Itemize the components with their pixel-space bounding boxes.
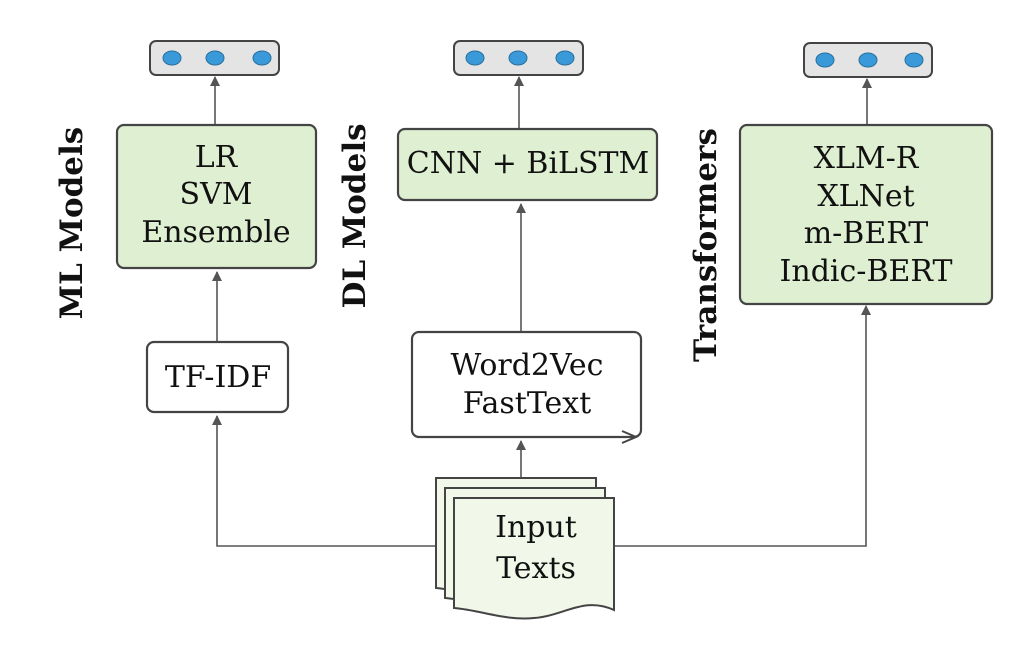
- input-label-line2: Texts: [496, 551, 576, 586]
- dl-models-box: CNN + BiLSTM: [396, 127, 659, 202]
- label-ml-models: ML Models: [54, 127, 90, 320]
- transformer-indic-bert: Indic-BERT: [780, 254, 953, 289]
- dl-model-cnn-bilstm: CNN + BiLSTM: [407, 146, 650, 181]
- transformers-box: XLM-R XLNet m-BERT Indic-BERT: [738, 123, 994, 306]
- ml-model-svm: SVM: [180, 177, 253, 212]
- transformer-xlm-r: XLM-R: [814, 141, 920, 176]
- ml-model-lr: LR: [195, 140, 239, 175]
- tfidf-box: TF-IDF: [145, 340, 290, 414]
- feature-word2vec: Word2Vec: [451, 348, 604, 383]
- output-vector-ml: [149, 40, 280, 76]
- label-transformers: Transformers: [688, 128, 724, 362]
- arrow-input-to-tfidf: [212, 415, 438, 547]
- input-texts-documents: Input Texts: [435, 477, 615, 620]
- embeddings-box: Word2Vec FastText: [410, 330, 643, 444]
- feature-fasttext: FastText: [463, 386, 592, 421]
- ml-model-ensemble: Ensemble: [141, 215, 290, 250]
- feature-tfidf: TF-IDF: [165, 360, 271, 395]
- connectors: [210, 76, 872, 547]
- transformer-xlnet: XLNet: [817, 179, 914, 214]
- arrow-input-to-transformers: [612, 305, 871, 547]
- ml-models-box: LR SVM Ensemble: [115, 123, 318, 270]
- output-vector-dl: [453, 40, 584, 76]
- label-dl-models: DL Models: [337, 123, 373, 308]
- output-vector-transformers: [803, 42, 933, 78]
- input-label-line1: Input: [495, 510, 577, 545]
- transformer-m-bert: m-BERT: [804, 216, 929, 251]
